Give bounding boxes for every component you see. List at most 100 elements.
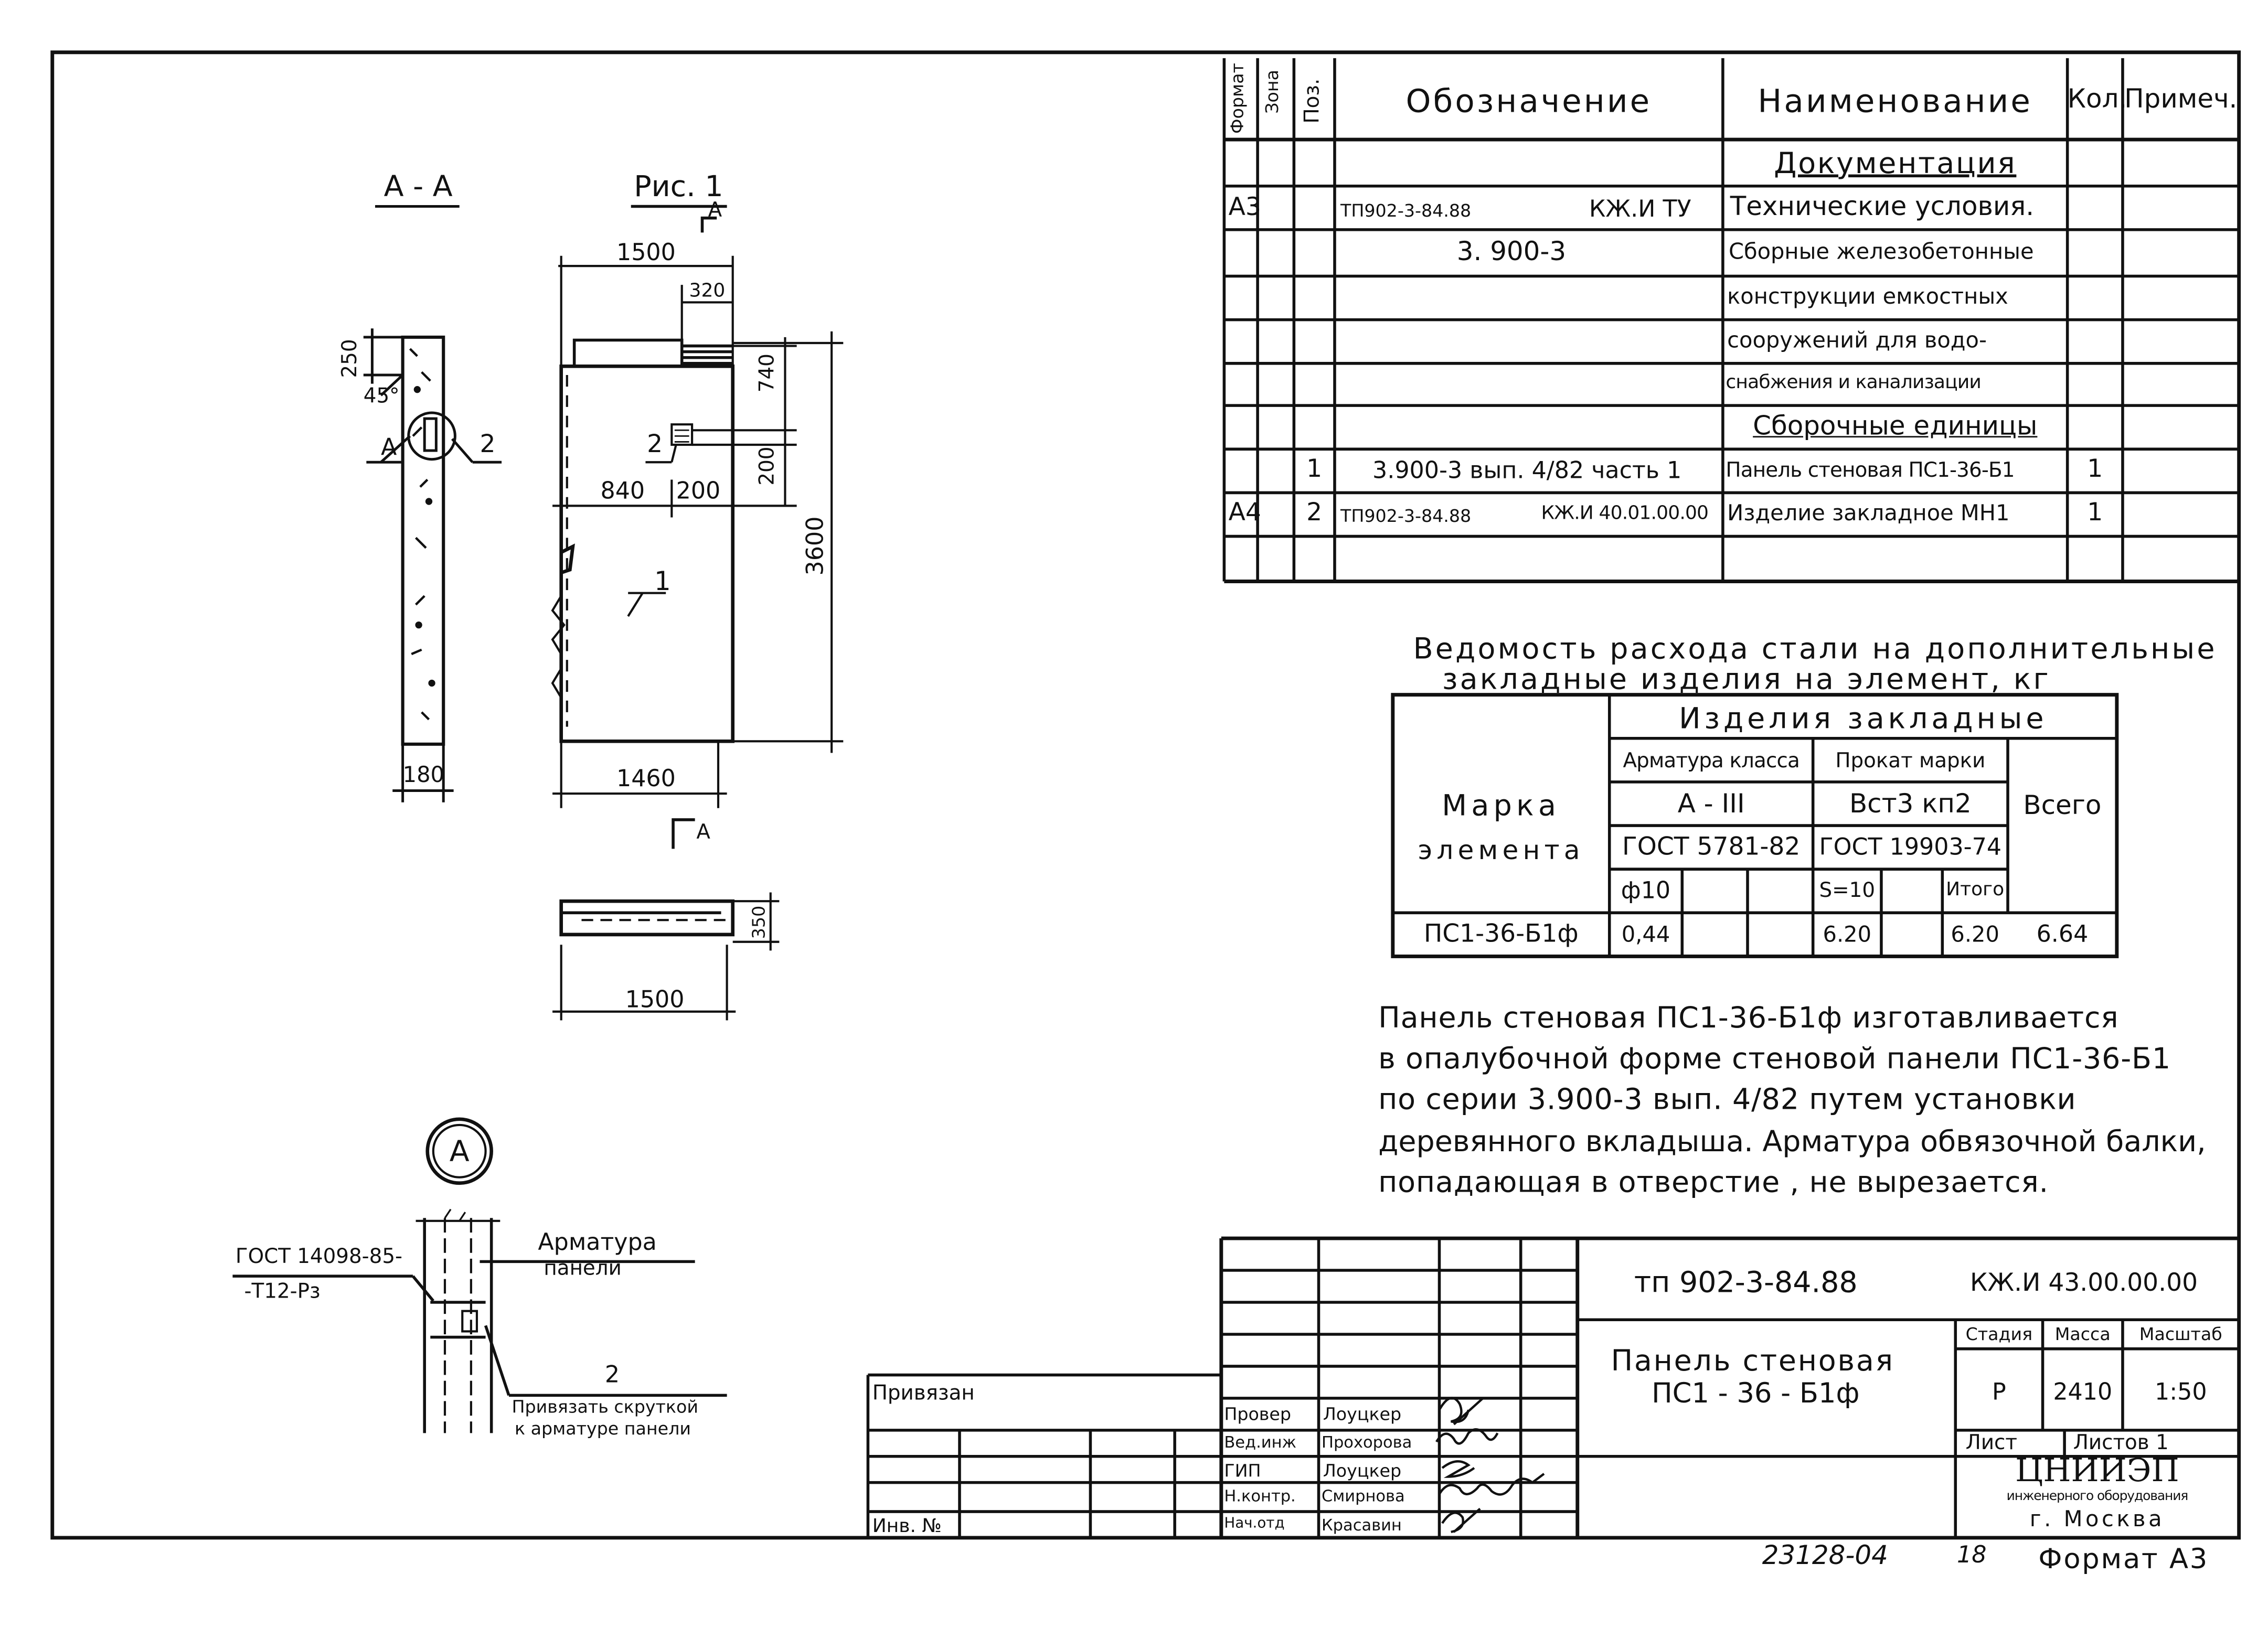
dim-bottom-width: 1460 [616, 764, 676, 792]
steel-sub-s10: S=10 [1819, 879, 1876, 903]
callout-section-pos2: 2 [480, 430, 496, 459]
dim-840: 840 [600, 476, 645, 505]
sheet-number: 18 [1957, 1540, 1987, 1569]
steel-row-phi10: 0,44 [1621, 921, 1670, 948]
spec-row-name: сооружений для водо- [1727, 327, 1987, 354]
spec-row-name: Сборочные единицы [1753, 411, 2038, 442]
staff-role: Провер [1224, 1404, 1291, 1424]
detail-tie-label: к арматуре панели [515, 1418, 691, 1439]
dim-section-180: 180 [402, 762, 444, 788]
steel-rolled-mark: Прокат марки [1835, 749, 1986, 774]
document-code: тп 902-3-84.88 [1634, 1264, 1858, 1300]
spec-row-qty: 1 [2087, 455, 2103, 484]
scale-value: 1:50 [2155, 1378, 2207, 1406]
col-header-designation: Обозначение [1405, 84, 1652, 121]
drawing-title: ПС1 - 36 - Б1ф [1652, 1378, 1860, 1410]
steel-mark-header: элемента [1418, 836, 1584, 866]
callout-section-a: А [381, 433, 397, 461]
dim-section-45: 45° [363, 385, 400, 409]
title-block-grid [866, 1236, 2239, 1538]
tied-label: Привязан [872, 1382, 975, 1406]
spec-row-name: снабжения и канализации [1726, 372, 1982, 394]
archive-number: 23128-04 [1762, 1540, 1888, 1571]
sheets-label: Листов 1 [2073, 1431, 2169, 1455]
steel-mark-header: Марка [1442, 787, 1561, 823]
steel-sub-phi10: ф10 [1621, 876, 1671, 904]
spec-row-name: Технические условия. [1730, 191, 2035, 222]
note-line: в опалубочной форме стеновой панели ПС1-… [1378, 1041, 2171, 1076]
steel-table-grid [1391, 693, 2119, 958]
section-label: А - А [384, 168, 453, 204]
detail-tie-label: Привязать скруткой [512, 1397, 698, 1417]
organization-city: г. Москва [2029, 1505, 2165, 1532]
format-label: Формат А3 [2038, 1544, 2209, 1576]
staff-role: Нач.отд [1224, 1516, 1285, 1532]
staff-name: Лоуцкер [1323, 1461, 1402, 1481]
spec-row-designation2: КЖ.И ТУ [1589, 195, 1691, 222]
steel-row-total: 6.64 [2036, 920, 2089, 948]
steel-rolled-grade: Вст3 кп2 [1849, 789, 1972, 820]
detail-pos2-label: 2 [604, 1360, 620, 1388]
spec-row-name: конструкции емкостных [1727, 283, 2008, 310]
spec-row-format: А4 [1228, 498, 1261, 528]
note-line: Панель стеновая ПС1-36-Б1ф изготавливает… [1378, 1000, 2119, 1035]
staff-role: Н.контр. [1224, 1486, 1296, 1506]
detail-circle-label: А [449, 1133, 470, 1169]
staff-role: Вед.инж [1224, 1433, 1297, 1452]
dim-200-horizontal: 200 [676, 476, 721, 505]
steel-total-header: Всего [2023, 790, 2102, 821]
col-header-note: Примеч. [2124, 84, 2238, 115]
spec-table-grid [1222, 58, 2239, 583]
steel-rebar-gost: ГОСТ 5781-82 [1622, 832, 1801, 862]
note-line: деревянного вкладыша. Арматура обвязочно… [1378, 1123, 2206, 1159]
dim-320: 320 [689, 280, 726, 303]
spec-row-name: Панель стеновая ПС1-36-Б1 [1726, 459, 2015, 483]
spec-row-pos: 1 [1306, 455, 1323, 484]
drawing-title: Панель стеновая [1611, 1343, 1894, 1378]
mass-value: 2410 [2053, 1378, 2113, 1406]
col-header-name: Наименование [1758, 84, 2033, 121]
steel-row-itogo: 6.20 [1951, 921, 1999, 948]
spec-row-designation2: КЖ.И 40.01.00.00 [1541, 502, 1709, 525]
detail-a [232, 1117, 727, 1433]
note-line: попадающая в отверстие , не вырезается. [1378, 1164, 2049, 1199]
col-header-qty: Кол. [2067, 84, 2127, 115]
steel-table-title: закладные изделия на элемент, кг [1442, 661, 2051, 697]
spec-row-designation: 3.900-3 вып. 4/82 часть 1 [1372, 456, 1682, 484]
spec-row-pos: 2 [1306, 498, 1323, 528]
spec-row-format: А3 [1228, 193, 1261, 222]
steel-row-s10: 6.20 [1823, 921, 1872, 948]
stage-value: Р [1992, 1378, 2006, 1406]
dim-top-width: 1500 [616, 238, 676, 266]
staff-name: Прохорова [1322, 1433, 1412, 1452]
cut-mark-label-bottom: А [696, 821, 710, 845]
steel-table-title: Ведомость расхода стали на дополнительны… [1413, 630, 2217, 666]
document-code-2: КЖ.И 43.00.00.00 [1969, 1269, 2198, 1298]
callout-pos2: 2 [647, 430, 663, 459]
sheet-label: Лист [1965, 1431, 2017, 1455]
callout-pos1: 1 [654, 566, 671, 597]
organization-subtitle: инженерного оборудования [2006, 1490, 2189, 1505]
spec-row-qty: 1 [2087, 498, 2103, 528]
staff-name: Красавин [1322, 1516, 1402, 1535]
steel-rebar-grade: А - III [1677, 789, 1745, 820]
staff-name: Лоуцкер [1323, 1404, 1402, 1424]
detail-gost-label: ГОСТ 14098-85- [235, 1245, 403, 1269]
panel-plan [552, 892, 780, 1021]
spec-row-name: Сборные железобетонные [1728, 238, 2034, 265]
mass-header: Масса [2054, 1324, 2111, 1345]
steel-group-header: Изделия закладные [1679, 700, 2048, 736]
steel-rebar-class: Арматура класса [1623, 749, 1800, 774]
panel-elevation [551, 205, 844, 849]
note-line: по серии 3.900-3 вып. 4/82 путем установ… [1378, 1081, 2077, 1117]
steel-rolled-gost: ГОСТ 19903-74 [1819, 832, 2002, 861]
spec-row-name: Документация [1774, 145, 2017, 180]
dim-plan-width: 1500 [625, 985, 685, 1013]
organization-name: ЦНИИЭП [2015, 1453, 2179, 1490]
spec-row-name: Изделие закладное МН1 [1727, 500, 2010, 527]
detail-rebar-label: Арматура [538, 1228, 657, 1256]
spec-row-designation: ТП902-3-84.88 [1340, 506, 1472, 527]
